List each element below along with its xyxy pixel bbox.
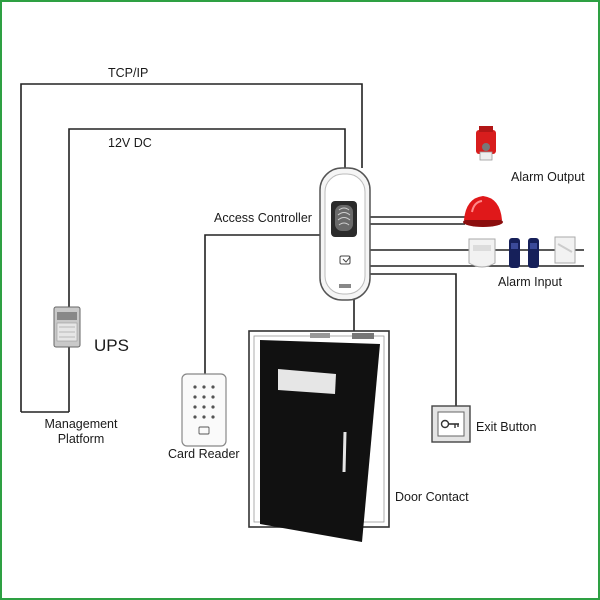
beacon-icon (463, 196, 503, 227)
card-reader-label: Card Reader (168, 447, 240, 461)
management-platform-label: Management Platform (36, 417, 126, 447)
access-controller (319, 167, 371, 301)
dc-12v-wire (68, 128, 346, 307)
card-reader-wire (204, 234, 322, 374)
management-platform-line1: Management (44, 417, 118, 431)
access-controller-label: Access Controller (214, 211, 312, 225)
management-platform-line2: Platform (57, 432, 105, 446)
pir-detector-icon (468, 238, 496, 268)
door-contact-label: Door Contact (395, 490, 469, 504)
smoke-detector-icon (554, 236, 576, 264)
door-icon (248, 330, 390, 542)
door-window (278, 369, 336, 394)
exit-button-label: Exit Button (476, 420, 537, 434)
siren-icon (476, 126, 496, 161)
ups-icon (53, 306, 81, 348)
alarm-input-label: Alarm Input (498, 275, 562, 289)
door-contact-sensor (352, 333, 374, 339)
dc-12v-label: 12V DC (108, 136, 152, 150)
card-reader-icon (181, 373, 227, 447)
exit-button-icon (431, 405, 471, 443)
beam-detector-icons (509, 238, 539, 268)
alarm-output-label: Alarm Output (511, 170, 585, 184)
tcp-ip-wire (20, 83, 363, 412)
exit-button-wire (370, 273, 457, 406)
ups-label: UPS (94, 336, 129, 355)
tcp-ip-label: TCP/IP (108, 66, 149, 80)
